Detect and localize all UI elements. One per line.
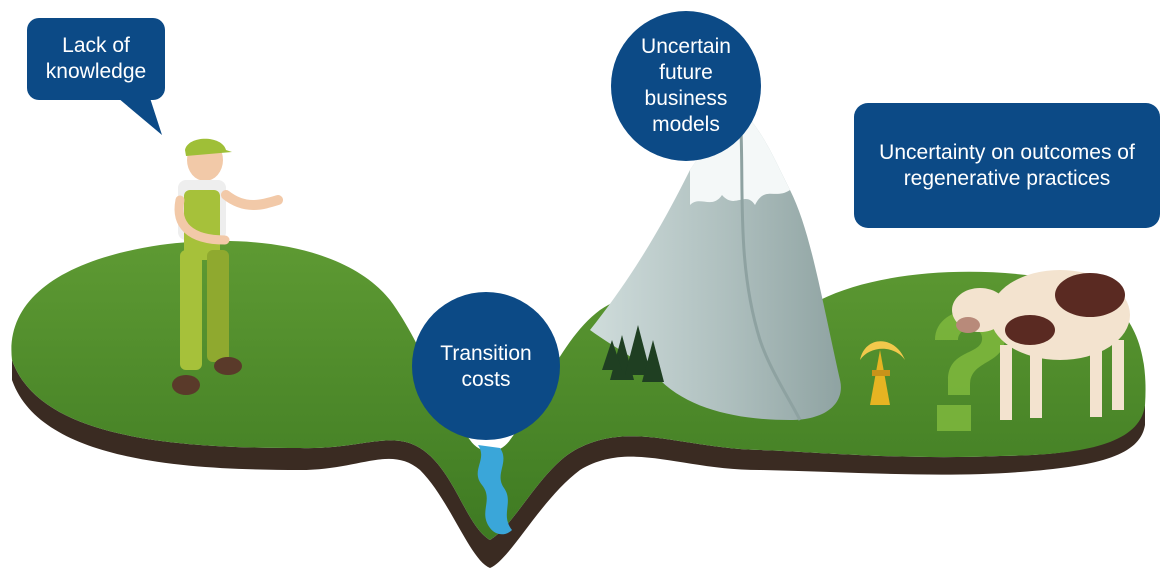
bubble-transition-costs [412, 292, 560, 440]
question-mark-icon [935, 310, 1006, 431]
transition-costs-label: Transition costs [440, 342, 532, 391]
grass-surface [11, 240, 1146, 540]
lack-of-knowledge-label: Lack of knowledge [45, 34, 147, 83]
cow-icon [952, 270, 1130, 420]
uncertainty-outcomes-label: Uncertainty on outcomes of regenerative … [879, 140, 1135, 190]
bubble-uncertainty-outcomes [854, 103, 1160, 228]
river-icon [477, 445, 512, 535]
uncertain-business-models-label: Uncertain future business models [641, 35, 731, 136]
farmer-icon [172, 138, 283, 395]
soil-layer [12, 360, 1145, 568]
wheat-icon [860, 341, 905, 405]
trees-icon [602, 325, 664, 382]
bubble-lack-of-knowledge [27, 18, 165, 135]
bubble-uncertain-business-models [611, 11, 761, 161]
